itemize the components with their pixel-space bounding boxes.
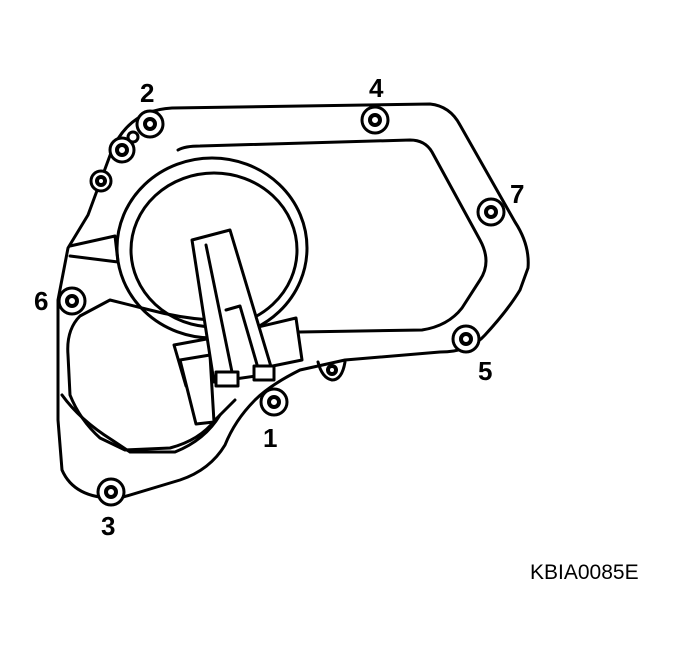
left-boss-bracket [68,234,120,264]
bolt-6 [57,286,87,316]
callout-5: 5 [478,356,492,386]
cover-outer-outline [56,102,530,500]
cover-lower-lobe [60,393,222,454]
bolt-2 [135,109,165,139]
locator-hole-upper-inner [115,143,129,157]
actuator-stem-left [178,353,216,426]
throttle-lever-slot [224,304,260,370]
figure-code: KBIA0085E [530,561,639,584]
bolt-3 [96,477,126,507]
bolt-7 [476,197,506,227]
bolt-4 [360,105,390,135]
bolt-5 [451,324,481,354]
callout-4: 4 [369,73,384,103]
lower-boss-hole [326,364,338,376]
callout-2: 2 [140,78,154,108]
callout-6: 6 [34,286,48,316]
callout-1: 1 [263,423,277,453]
lever-tab-right [252,364,276,382]
bolt-1 [259,387,289,417]
callout-3: 3 [101,511,115,541]
lever-tab-left [214,370,240,388]
callout-7: 7 [510,179,524,209]
lower-boss [316,360,347,382]
locator-hole-small [126,130,140,144]
locator-hole-lower-inner [95,175,107,187]
throttle-lever-divider [204,243,234,374]
